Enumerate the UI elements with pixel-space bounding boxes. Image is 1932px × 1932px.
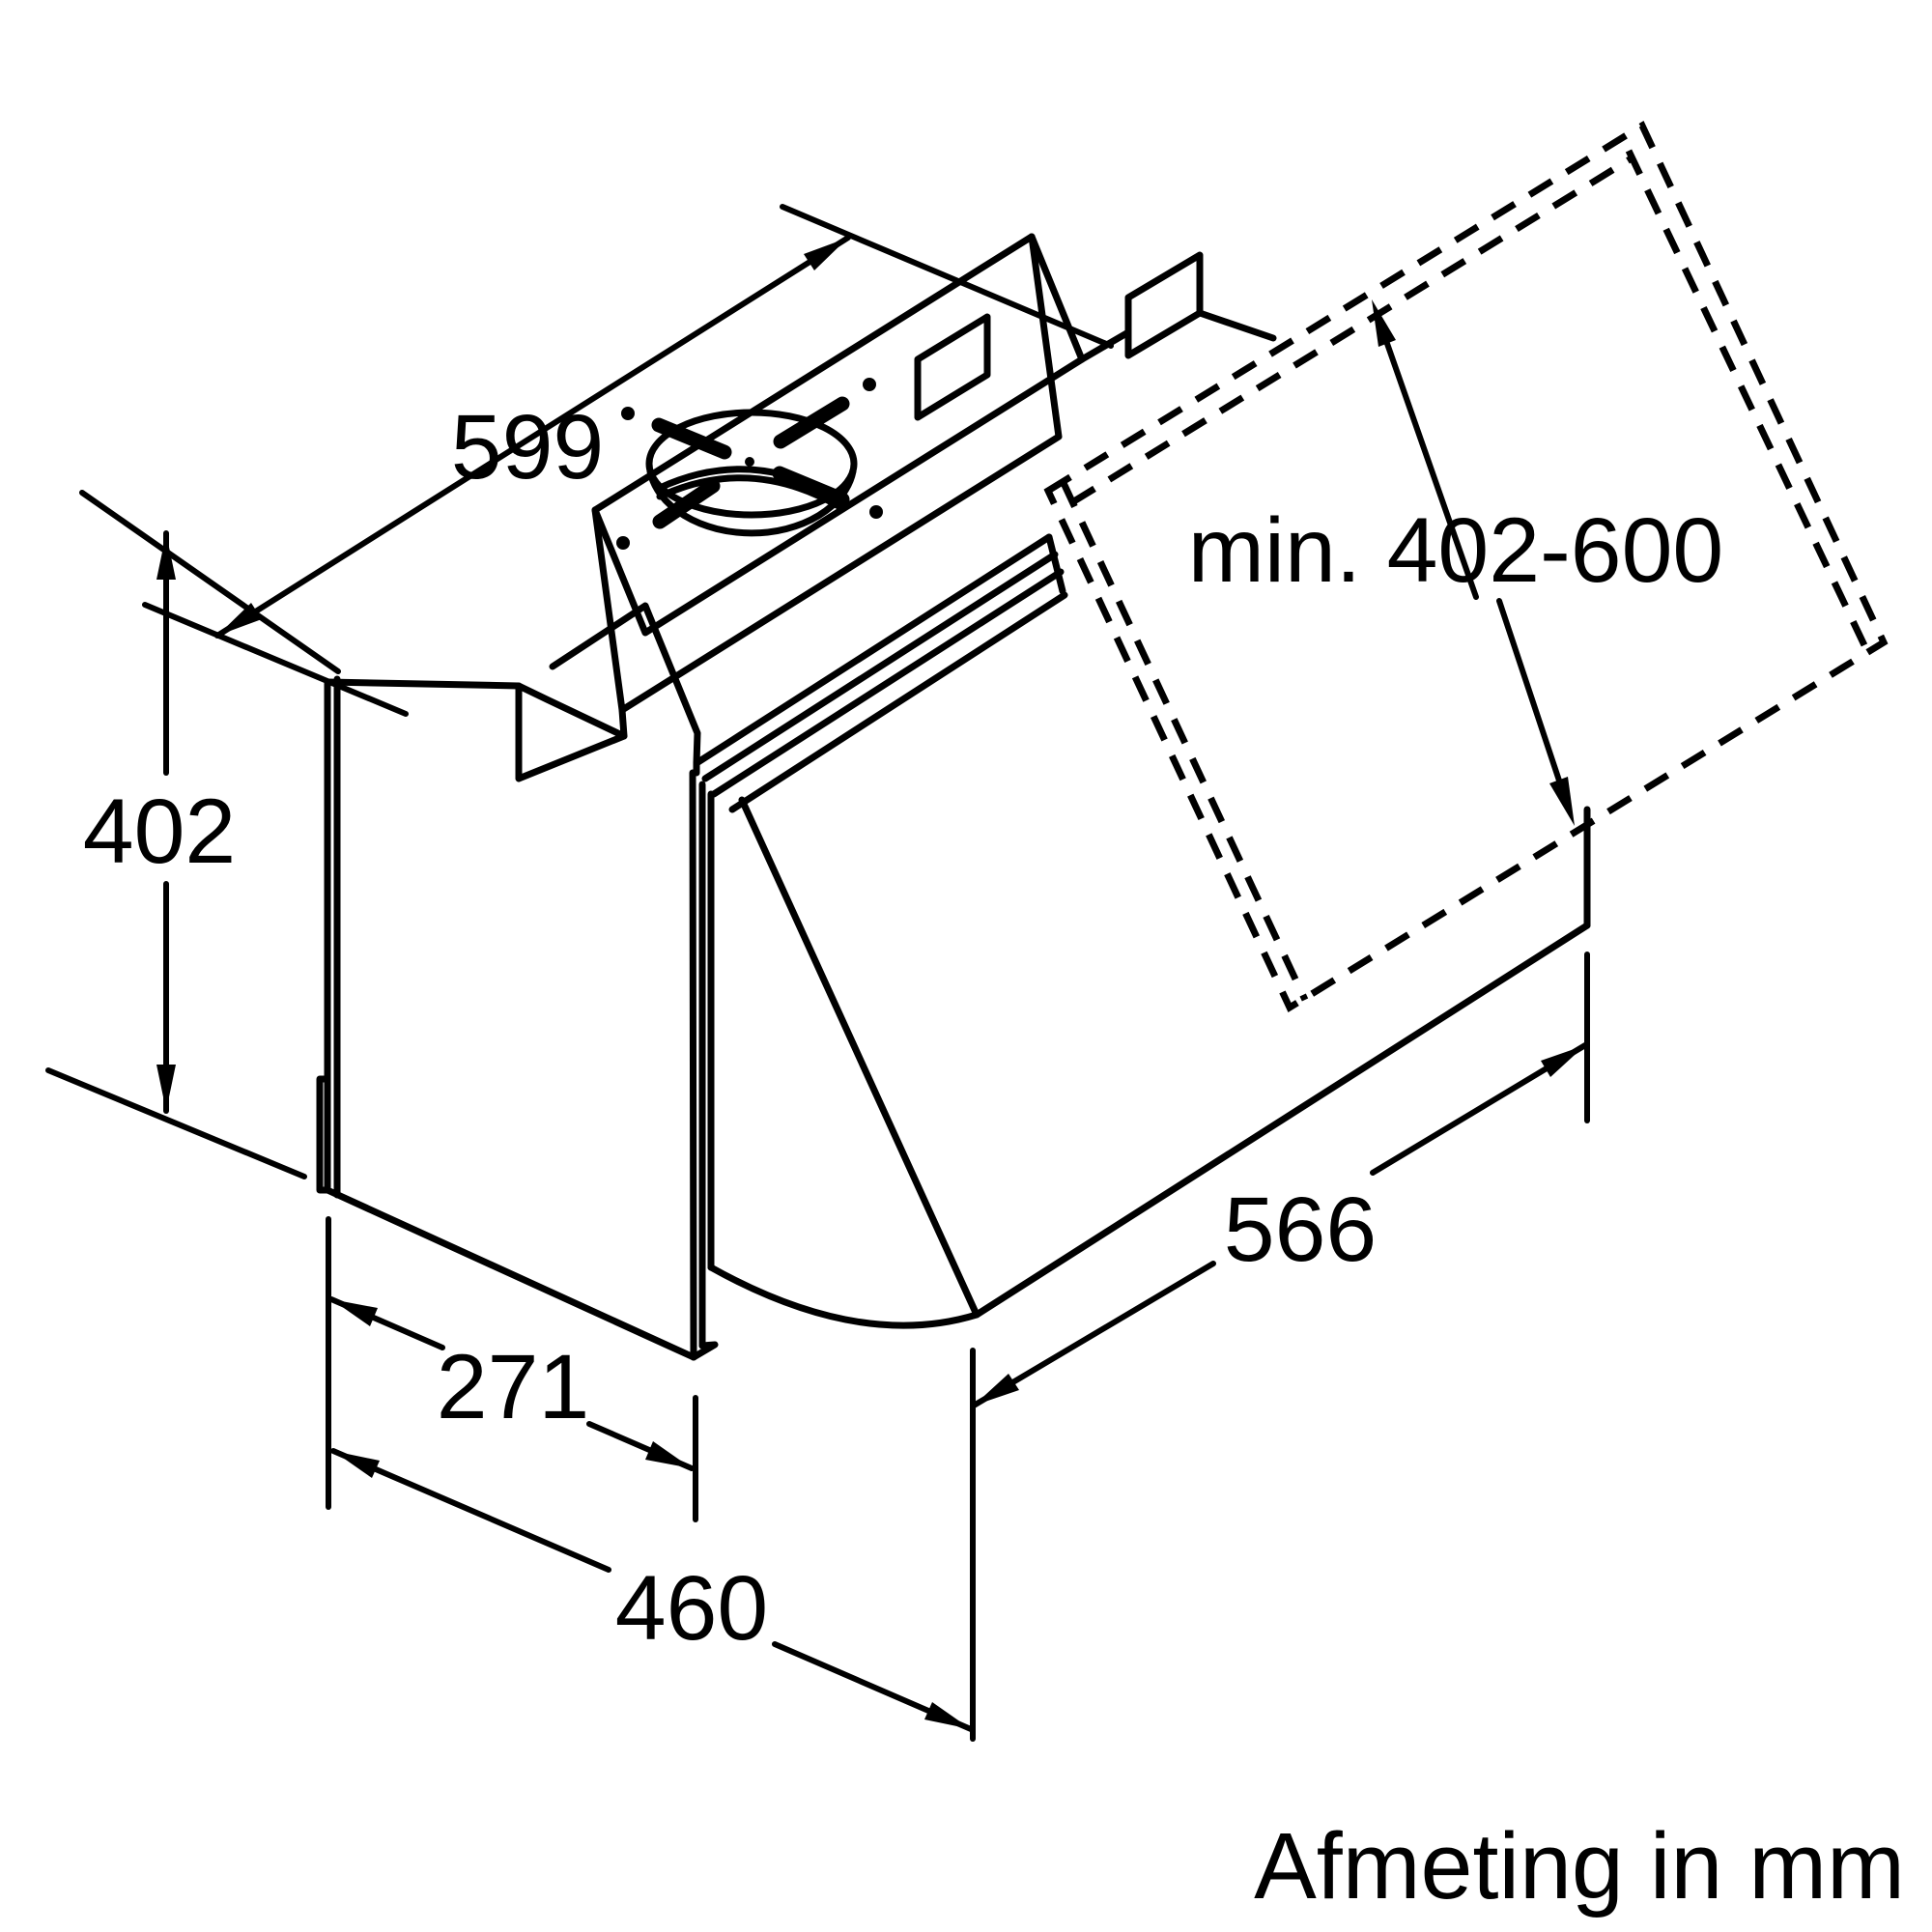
dim-min-arrow-down xyxy=(1549,777,1575,826)
body-top-left-corner xyxy=(549,602,701,767)
rail-strip-line-2 xyxy=(701,551,1059,782)
dim-label-566: 566 xyxy=(1224,1179,1378,1281)
dim-599-line xyxy=(214,235,851,639)
dim-label-402: 402 xyxy=(83,781,237,883)
panel-tip-cap xyxy=(690,1341,719,1361)
dim-460-arrow-right xyxy=(924,1702,971,1729)
body-bottom-curve xyxy=(707,1264,980,1329)
dim-271-group xyxy=(328,1296,698,1522)
dim-min-arrow-up xyxy=(1372,299,1396,347)
door-inner-top-right xyxy=(1625,149,1868,647)
dim-599-arrow-right xyxy=(804,238,848,270)
dim-599-ext-right xyxy=(780,204,1114,349)
door-inner-top-left xyxy=(1070,154,1636,505)
back-edge-segment-right xyxy=(1196,309,1277,342)
dim-599-ext-left xyxy=(142,602,409,717)
duct-centerline-sw xyxy=(652,478,721,529)
rail-strip-line-3 xyxy=(710,568,1065,798)
panel-left-tab xyxy=(316,1075,331,1194)
rail-strip-line-1 xyxy=(693,533,1053,767)
hood-body xyxy=(316,233,1591,1361)
units-caption: Afmeting in mm xyxy=(1254,1813,1905,1918)
dim-402-ext-bottom xyxy=(45,1067,307,1179)
dim-460-group xyxy=(326,1216,974,1732)
canopy-slant-edge xyxy=(738,796,980,1319)
right-face-bottom-edge xyxy=(973,922,1591,1319)
cabinet-door-dashed xyxy=(1043,120,1889,1013)
dim-599-group xyxy=(142,204,1114,717)
duct-centerline-ne xyxy=(773,396,850,449)
dim-566-arrow-right xyxy=(1541,1045,1585,1077)
dim-566-arrow-left xyxy=(974,1374,1019,1406)
door-outline xyxy=(1043,120,1889,1013)
panel-top-edge xyxy=(324,678,523,690)
dim-402-group xyxy=(45,490,341,1179)
panel-right-edge xyxy=(689,769,697,1361)
dim-566-group xyxy=(970,952,1590,1742)
duct-centerline-se xyxy=(772,466,850,507)
dim-271-arrow-left xyxy=(331,1299,378,1326)
dim-label-599: 599 xyxy=(451,396,605,498)
door-inner-bottom-left xyxy=(1060,481,1309,1002)
screw-dot-2 xyxy=(863,378,876,391)
dim-min-line-down xyxy=(1496,598,1572,812)
mounting-tab-right xyxy=(1124,251,1204,359)
duct-collar-ellipse xyxy=(645,409,858,519)
dim-402-arrow-top xyxy=(156,533,176,580)
body-notch-flap xyxy=(515,682,628,782)
screw-dot-1 xyxy=(621,407,635,420)
mounting-tab-left xyxy=(914,313,991,421)
dim-402-ext-top xyxy=(79,490,341,674)
dim-label-min-402-600: min. 402-600 xyxy=(1188,499,1724,602)
screw-dot-3 xyxy=(616,536,630,550)
dim-460-line-left xyxy=(330,1448,611,1573)
dim-402-arrow-bottom xyxy=(156,1065,176,1111)
screw-dot-4 xyxy=(869,505,883,519)
duct-centerline-nw xyxy=(651,417,732,460)
dim-min-line-up xyxy=(1376,316,1479,600)
panel-bottom-edge xyxy=(324,1186,697,1361)
dim-label-460: 460 xyxy=(615,1557,769,1660)
dim-label-271: 271 xyxy=(437,1336,590,1438)
dim-min-group xyxy=(1372,299,1575,826)
body-notch-connector xyxy=(618,706,628,740)
rail-strip-line-4 xyxy=(728,591,1068,813)
rail-strip-end-cap xyxy=(1045,533,1066,595)
dim-599-arrow-left xyxy=(217,603,262,636)
dim-460-arrow-left xyxy=(333,1451,380,1478)
chimney-front-face xyxy=(591,233,1063,714)
duct-center-dot xyxy=(745,457,754,467)
dim-271-arrow-right xyxy=(645,1441,692,1468)
